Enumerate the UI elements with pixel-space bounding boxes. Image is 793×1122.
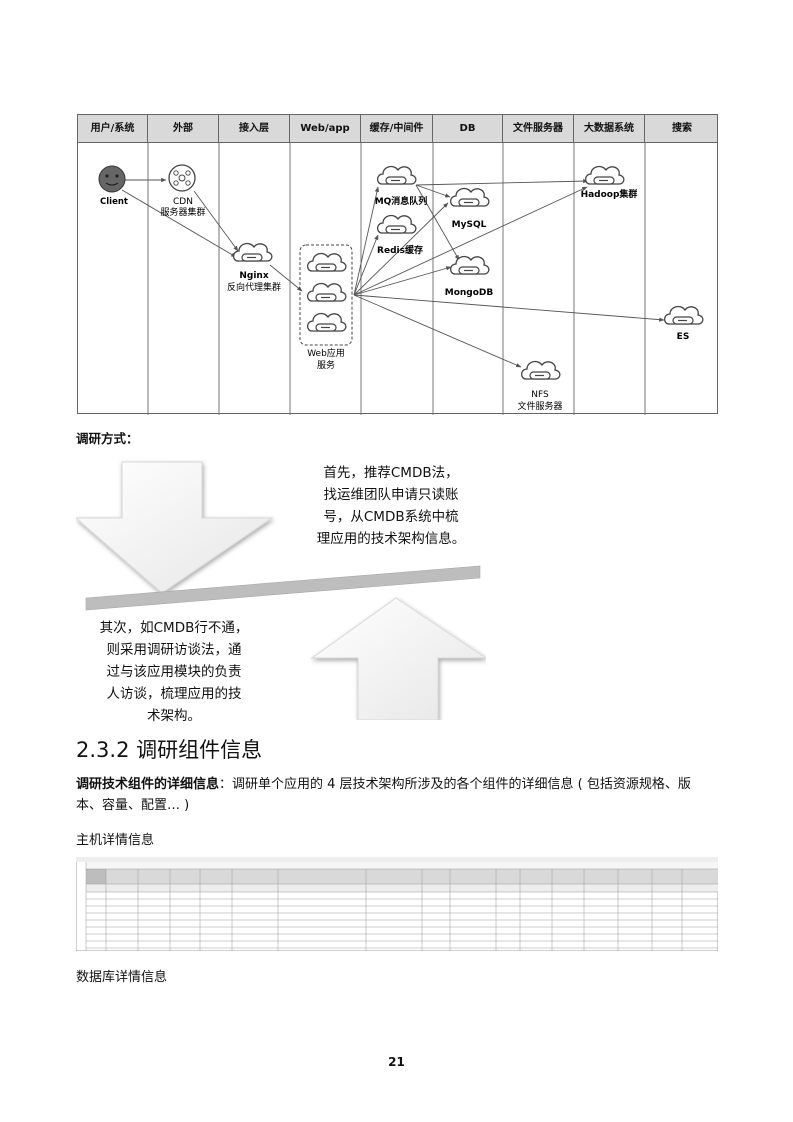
method-second-line: 其次，如CMDB行不通， <box>99 620 249 636</box>
web-app-node: Web应用 服务 <box>299 244 353 371</box>
hadoop-label: Hadoop集群 <box>581 188 638 200</box>
es-label: ES <box>677 332 690 342</box>
host-spreadsheet-grid <box>75 856 719 952</box>
lane-db: DB <box>433 115 503 142</box>
cdn-node: CDN 服务器集群 <box>160 164 206 218</box>
hadoop-node: Hadoop集群 <box>581 165 638 200</box>
db-heading: 数据库详情信息 <box>76 970 168 985</box>
redis-label: Redis缓存 <box>377 244 423 256</box>
nginx-label-line2: 反向代理集群 <box>227 281 281 293</box>
mq-label: MQ消息队列 <box>375 195 428 207</box>
method-second-text: 其次，如CMDB行不通， 则采用调研访谈法，通 过与该应用模块的负责 人访谈，梳… <box>84 617 264 727</box>
lane-cache-middleware: 缓存/中间件 <box>361 115 433 142</box>
es-node: ES <box>663 305 704 342</box>
nginx-node: Nginx 反向代理集群 <box>227 242 281 293</box>
up-arrow-icon <box>310 597 486 720</box>
method-second-line: 则采用调研访谈法，通 <box>106 642 242 658</box>
architecture-graph: Client CDN 服务器集群 Nginx 反向代理集群 Web应用 <box>98 143 704 415</box>
cdn-label-line1: CDN <box>173 197 193 207</box>
lane-header-row: 用户/系统 外部 接入层 Web/app 缓存/中间件 DB 文件服务器 大数据… <box>78 115 717 143</box>
nfs-node: NFS 文件服务器 <box>517 360 563 412</box>
lane-file-server: 文件服务器 <box>503 115 574 142</box>
mysql-node: MySQL <box>449 187 490 230</box>
method-first-line: 号，从CMDB系统中梳 <box>323 509 459 525</box>
lane-dividers <box>147 143 646 415</box>
page-number: 21 <box>388 1055 405 1069</box>
detail-bold: 调研技术组件的详细信息 <box>76 777 220 792</box>
architecture-diagram: 用户/系统 外部 接入层 Web/app 缓存/中间件 DB 文件服务器 大数据… <box>77 114 718 415</box>
method-first-line: 首先，推荐CMDB法， <box>323 465 459 481</box>
lane-web-app: Web/app <box>290 115 361 142</box>
method-second-line: 术架构。 <box>147 708 201 724</box>
nginx-label-line1: Nginx <box>239 271 268 281</box>
lane-search: 搜索 <box>672 123 692 134</box>
mysql-label: MySQL <box>452 220 487 230</box>
method-first-line: 找运维团队申请只读账 <box>323 487 459 503</box>
detail-paragraph: 调研技术组件的详细信息：调研单个应用的 4 层技术架构所涉及的各个组件的详细信息… <box>76 774 716 816</box>
web-label-line2: 服务 <box>317 359 335 371</box>
down-arrow-icon <box>76 461 274 594</box>
method-second-line: 人访谈，梳理应用的技 <box>106 686 242 702</box>
client-node: Client <box>98 165 128 207</box>
method-first-text: 首先，推荐CMDB法， 找运维团队申请只读账 号，从CMDB系统中梳 理应用的技… <box>298 462 484 550</box>
host-spreadsheet-thumbnail <box>75 856 719 952</box>
web-label-line1: Web应用 <box>307 347 345 359</box>
nfs-label-line1: NFS <box>531 390 549 400</box>
mongodb-node: MongoDB <box>445 255 494 298</box>
method-heading: 调研方式： <box>76 431 139 446</box>
section-title: 2.3.2 调研组件信息 <box>76 738 263 762</box>
redis-node: Redis缓存 <box>376 214 423 256</box>
host-heading: 主机详情信息 <box>76 833 155 848</box>
mq-node: MQ消息队列 <box>375 165 428 207</box>
detail-text: ：调研单个应用的 4 层技术架构所涉及的各个组件的详细信息 ( 包括资源规格、版… <box>76 777 691 813</box>
cdn-label-line2: 服务器集群 <box>160 206 205 218</box>
connection-arrows <box>121 177 665 368</box>
mongodb-label: MongoDB <box>445 288 494 298</box>
method-second-line: 过与该应用模块的负责 <box>106 664 242 680</box>
lane-big-data: 大数据系统 <box>574 115 645 142</box>
divider-bar <box>85 565 481 611</box>
lane-external: 外部 <box>148 115 219 142</box>
lane-user-system: 用户/系统 <box>78 115 148 142</box>
method-first-line: 理应用的技术架构信息。 <box>316 531 466 547</box>
nfs-label-line2: 文件服务器 <box>517 400 562 412</box>
client-label: Client <box>100 197 128 207</box>
research-method-graphic: 首先，推荐CMDB法， 找运维团队申请只读账 号，从CMDB系统中梳 理应用的技… <box>76 458 486 724</box>
lane-access-layer: 接入层 <box>219 115 290 142</box>
method-arrows <box>76 461 486 720</box>
